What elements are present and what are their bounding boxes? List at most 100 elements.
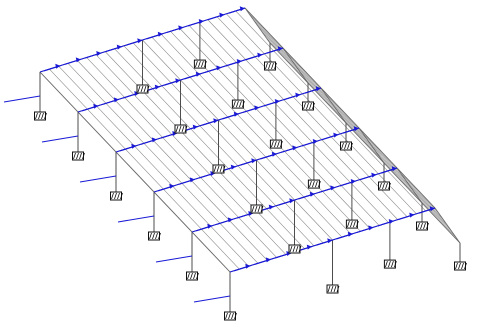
- roof-purlin: [170, 82, 210, 124]
- roof-purlin: [295, 65, 334, 106]
- roof-purlin: [311, 90, 350, 132]
- support-hatch-line: [155, 232, 158, 240]
- support-hatch-line: [341, 142, 344, 150]
- roof-purlin: [302, 145, 342, 186]
- support-hatch-line: [149, 232, 152, 240]
- roof-purlin: [245, 59, 284, 100]
- roof-purlin: [367, 139, 406, 180]
- support-hatch-line: [233, 100, 236, 108]
- support-hatch-line: [417, 222, 420, 230]
- roof-purlin: [236, 113, 276, 155]
- roof-purlin: [292, 96, 332, 137]
- roof-purlin: [179, 28, 218, 69]
- support-hatch-line: [385, 182, 388, 190]
- support-hatch-line: [265, 62, 268, 70]
- support-hatch-line: [309, 180, 312, 188]
- load-lead-line: [41, 135, 79, 143]
- roof-purlin: [312, 142, 351, 183]
- support-hatch-line: [303, 102, 306, 110]
- roof-purlin: [337, 111, 376, 152]
- load-lead-line: [117, 215, 155, 223]
- rafter-right: [282, 47, 309, 84]
- roof-purlin: [207, 19, 246, 60]
- roof-purlin: [378, 173, 417, 215]
- roof-purlin: [67, 63, 107, 104]
- roof-purlin: [49, 68, 88, 110]
- roof-purlin: [228, 168, 267, 209]
- support-hatch-line: [146, 85, 150, 93]
- roof-purlin: [210, 225, 249, 267]
- roof-purlin: [181, 183, 221, 224]
- support-hatch-line: [280, 140, 283, 148]
- roof-purlin: [133, 94, 173, 135]
- roof-purlin: [371, 145, 410, 186]
- support-hatch-line: [426, 222, 429, 230]
- roof-purlin: [324, 93, 364, 135]
- support-hatch-line: [120, 192, 123, 200]
- roof-purlin: [284, 202, 324, 244]
- roof-purlin: [253, 19, 292, 60]
- roof-purlin: [143, 143, 183, 184]
- roof-purlin: [274, 102, 313, 143]
- roof-purlin: [198, 73, 238, 115]
- ridge-beam: [244, 7, 436, 209]
- support-hatch-line: [178, 125, 182, 133]
- roof-purlin: [238, 217, 277, 258]
- support-hatch-line: [158, 232, 161, 240]
- roof-purlin: [340, 185, 380, 226]
- roof-purlin: [331, 188, 370, 229]
- roof-purlin: [299, 71, 338, 112]
- support-hatch-line: [44, 112, 47, 120]
- support-hatch-line: [204, 60, 207, 68]
- roof-purlin: [333, 105, 372, 146]
- support-hatch-line: [394, 260, 397, 268]
- load-lead-line: [193, 295, 231, 303]
- support-hatch-line: [198, 60, 201, 68]
- roof-purlin: [151, 36, 191, 78]
- roof-purlin: [105, 103, 145, 144]
- roof-purlin: [209, 174, 249, 215]
- roof-purlin: [293, 148, 332, 189]
- support-hatch-line: [420, 222, 423, 230]
- support-hatch-line: [251, 205, 255, 213]
- roof-purlin: [191, 180, 230, 221]
- support-hatch-line: [76, 152, 79, 160]
- support-hatch-line: [312, 180, 315, 188]
- support-hatch-line: [309, 102, 312, 110]
- roof-purlin: [190, 128, 229, 169]
- support-hatch-line: [350, 220, 353, 228]
- rafter-right: [320, 87, 347, 124]
- support-hatch-line: [461, 262, 464, 270]
- support-hatch-line: [268, 62, 271, 70]
- support-hatch-line: [464, 262, 467, 270]
- support-hatch-line: [222, 165, 226, 173]
- roof-purlin: [235, 10, 274, 52]
- load-line-rafter: [191, 167, 398, 233]
- support-hatch-line: [260, 205, 264, 213]
- roof-purlin: [261, 31, 300, 72]
- support-hatch-line: [330, 285, 334, 293]
- roof-purlin: [379, 156, 419, 198]
- roof-purlin: [162, 137, 201, 178]
- support-hatch-line: [38, 112, 41, 120]
- support-hatch-line: [231, 312, 234, 320]
- rafter-right: [358, 127, 385, 164]
- roof-purlin: [368, 176, 408, 217]
- support-hatch-line: [35, 112, 38, 120]
- support-hatch-line: [152, 232, 155, 240]
- roof-purlin: [341, 116, 381, 158]
- roof-purlin: [350, 182, 389, 223]
- roof-purlin: [283, 99, 322, 140]
- roof-purlin: [340, 133, 379, 175]
- support-hatch-line: [254, 205, 258, 213]
- roof-purlin: [201, 228, 240, 270]
- support-hatch-line: [239, 100, 242, 108]
- rafter-right: [244, 7, 271, 44]
- roof-purlin: [265, 36, 305, 78]
- support-hatch-line: [175, 125, 179, 133]
- roof-purlin: [264, 105, 304, 146]
- roof-purlin: [208, 122, 248, 164]
- support-hatch-line: [292, 245, 296, 253]
